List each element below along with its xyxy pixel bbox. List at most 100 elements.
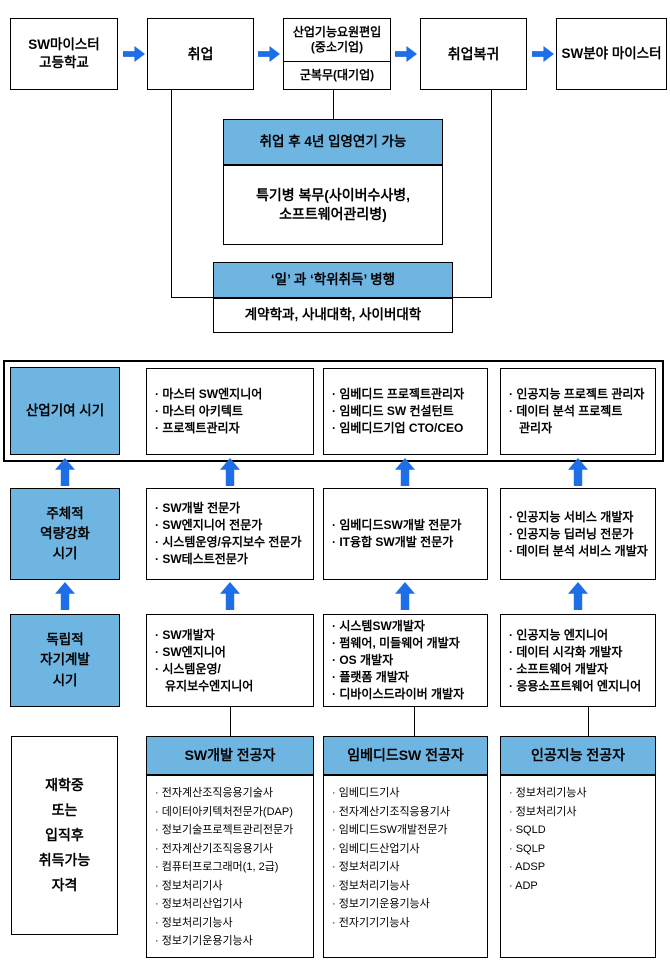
box-degree-programs: 계약학과, 사내대학, 사이버대학 [213, 298, 453, 333]
arrow-up-icon [568, 582, 588, 610]
box-sw-field-meister: SW분야 마이스터 [556, 18, 667, 90]
career-list-sw-capability: · SW개발 전문가 · SW엔지니어 전문가 · 시스템운영/유지보수 전문가 · … [146, 488, 314, 580]
connector-line [230, 707, 232, 737]
qualification-label: 재학중 또는 입직후 취득가능 자격 [11, 736, 118, 935]
list-item: · SW개발 전문가 [155, 501, 241, 515]
list-item: · 데이터 시각화 개발자 [509, 644, 623, 659]
list-item: · 정보처리기능사 [509, 787, 587, 799]
list-item: · 마스터 SW엔지니어 [155, 387, 263, 401]
list-item: · SW테스트전문가 [155, 552, 248, 566]
box-return-to-work: 취업복귀 [420, 18, 527, 90]
list-item: · 정보처리기사 [155, 879, 223, 892]
list-item: · 프로젝트관리자 [155, 421, 240, 435]
list-item: · 마스터 아키텍트 [155, 404, 243, 418]
box-enlistment-deferment-title: 취업 후 4년 입영연기 가능 [223, 119, 443, 165]
list-item: · SW엔지니어 전문가 [155, 518, 263, 532]
career-list-ai-industry: · 인공지능 프로젝트 관리자 · 데이터 분석 프로젝트 관리자 [500, 368, 656, 455]
list-item: · 정보처리기사 [332, 861, 400, 873]
major-header-sw: SW개발 전공자 [146, 736, 314, 775]
list-item: · 임베디드 프로젝트관리자 [332, 387, 465, 401]
list-item: · 시스템운영/ 유지보수엔지니어 [155, 661, 254, 693]
industry-contribution-frame [3, 360, 664, 462]
career-list-embedded-selfdev: · 시스템SW개발자 · 펌웨어, 미들웨어 개발자 · OS 개발자 · 플랫폼 개… [323, 614, 488, 707]
list-item: · 데이터아키텍처전문가(DAP) [155, 805, 293, 818]
military-service-option: 군복무(대기업) [299, 67, 375, 82]
list-item: · 소프트웨어 개발자 [509, 661, 608, 676]
list-item: · 임베디드SW개발 전문가 [332, 518, 462, 532]
arrow-up-icon [395, 458, 415, 486]
connector-line [588, 707, 590, 737]
list-item: · 인공지능 서비스 개발자 [509, 509, 634, 524]
list-item: · IT융합 SW개발 전문가 [332, 535, 454, 549]
arrow-up-icon [568, 458, 588, 486]
list-item: · 임베디드SW개발전문가 [332, 824, 448, 836]
list-item: · 정보기기운용기능사 [155, 935, 253, 947]
list-item: · 플랫폼 개발자 [332, 670, 409, 684]
list-item: · ADP [509, 879, 538, 892]
list-item: · SQLD [509, 824, 546, 836]
qualification-list-embedded: · 임베디드기사 · 전자계산기조직응용기사 · 임베디드SW개발전문가 · 임베디드… [323, 775, 488, 958]
list-item: · 정보처리기사 [509, 805, 577, 818]
list-item: · 임베디드 SW 컨설턴트 [332, 404, 454, 418]
career-list-ai-selfdev: · 인공지능 엔지니어 · 데이터 시각화 개발자 · 소프트웨어 개발자 · 응용소… [500, 614, 656, 707]
connector-line [333, 90, 335, 120]
major-header-ai: 인공지능 전공자 [500, 736, 656, 775]
list-item: · 전자계산기조직응용기사 [332, 805, 451, 818]
qualification-list-sw: · 전자계산조직응용기술사 · 데이터아키텍처전문가(DAP) · 정보기술프로젝트… [146, 775, 314, 958]
list-item: · 임베디드기사 [332, 787, 400, 799]
list-item: · 임베디드기업 CTO/CEO [332, 421, 464, 435]
list-item: · OS 개발자 [332, 653, 394, 667]
arrow-right-icon [258, 46, 280, 62]
box-military-path-options: 산업기능요원편입 (중소기업) 군복무(대기업) [283, 18, 391, 90]
list-item: · 인공지능 프로젝트 관리자 [509, 387, 645, 401]
industrial-personnel-option: 산업기능요원편입 (중소기업) [284, 19, 390, 62]
list-item: · 전자계산기조직응용기사 [155, 842, 274, 855]
list-item: · 디바이스드라이버 개발자 [332, 687, 465, 701]
connector-line [491, 90, 493, 298]
arrow-right-icon [395, 46, 417, 62]
arrow-right-icon [123, 46, 145, 62]
major-header-embedded: 임베디드SW 전공자 [323, 736, 488, 775]
arrow-up-icon [55, 582, 75, 610]
stage-label-industry-contribution: 산업기여 시기 [10, 367, 120, 455]
list-item: · 전자계산조직응용기술사 [155, 787, 274, 799]
list-item: · 정보처리기능사 [155, 916, 233, 929]
connector-line [414, 707, 416, 737]
list-item: · SQLP [509, 842, 546, 855]
arrow-up-icon [395, 582, 415, 610]
box-sw-meister-high-school: SW마이스터 고등학교 [10, 18, 118, 90]
list-item: · 전자기기기능사 [332, 916, 410, 929]
list-item: · ADSP [509, 861, 546, 873]
stage-label-self-development: 독립적 자기계발 시기 [10, 614, 120, 707]
list-item: · 정보처리산업기사 [155, 898, 243, 910]
list-item: · 임베디드산업기사 [332, 842, 420, 855]
career-list-sw-selfdev: · SW개발자 · SW엔지니어 · 시스템운영/ 유지보수엔지니어 [146, 614, 314, 707]
list-item: · 정보기술프로젝트관리전문가 [155, 824, 294, 836]
list-item: · 정보기기운용기능사 [332, 898, 430, 910]
box-employment: 취업 [147, 18, 254, 90]
box-specialty-soldier-service: 특기병 복무(사이버수사병, 소프트웨어관리병) [223, 165, 443, 245]
list-item: · 시스템운영/유지보수 전문가 [155, 535, 302, 549]
list-item: · SW개발자 [155, 627, 215, 642]
box-work-study-parallel-title: ‘일’ 과 ‘학위취득’ 병행 [213, 262, 453, 298]
career-list-sw-industry: · 마스터 SW엔지니어 · 마스터 아키텍트 · 프로젝트관리자 [146, 368, 314, 455]
list-item: · 데이터 분석 프로젝트 관리자 [509, 404, 623, 435]
list-item: · 데이터 분석 서비스 개발자 [509, 543, 648, 558]
list-item: · 인공지능 엔지니어 [509, 627, 608, 642]
list-item: · 응용소프트웨어 엔지니어 [509, 678, 642, 693]
list-item: · 컴퓨터프로그래머(1, 2급) [155, 861, 279, 873]
qualification-list-ai: · 정보처리기능사 · 정보처리기사 · SQLD · SQLP · ADSP · ADP [500, 775, 656, 958]
arrow-up-icon [55, 458, 75, 486]
career-list-ai-capability: · 인공지능 서비스 개발자 · 인공지능 딥러닝 전문가 · 데이터 분석 서비스… [500, 488, 656, 580]
list-item: · 펌웨어, 미들웨어 개발자 [332, 636, 460, 650]
list-item: · 정보처리기능사 [332, 879, 410, 892]
career-list-embedded-industry: · 임베디드 프로젝트관리자 · 임베디드 SW 컨설턴트 · 임베디드기업 CTO… [323, 368, 488, 455]
list-item: · 시스템SW개발자 [332, 619, 425, 633]
list-item: · 인공지능 딥러닝 전문가 [509, 526, 634, 541]
arrow-up-icon [220, 458, 240, 486]
stage-label-capability-strengthening: 주체적 역량강화 시기 [10, 488, 120, 580]
connector-line [171, 90, 173, 298]
list-item: · SW엔지니어 [155, 644, 226, 659]
career-list-embedded-capability: · 임베디드SW개발 전문가 · IT융합 SW개발 전문가 [323, 488, 488, 580]
